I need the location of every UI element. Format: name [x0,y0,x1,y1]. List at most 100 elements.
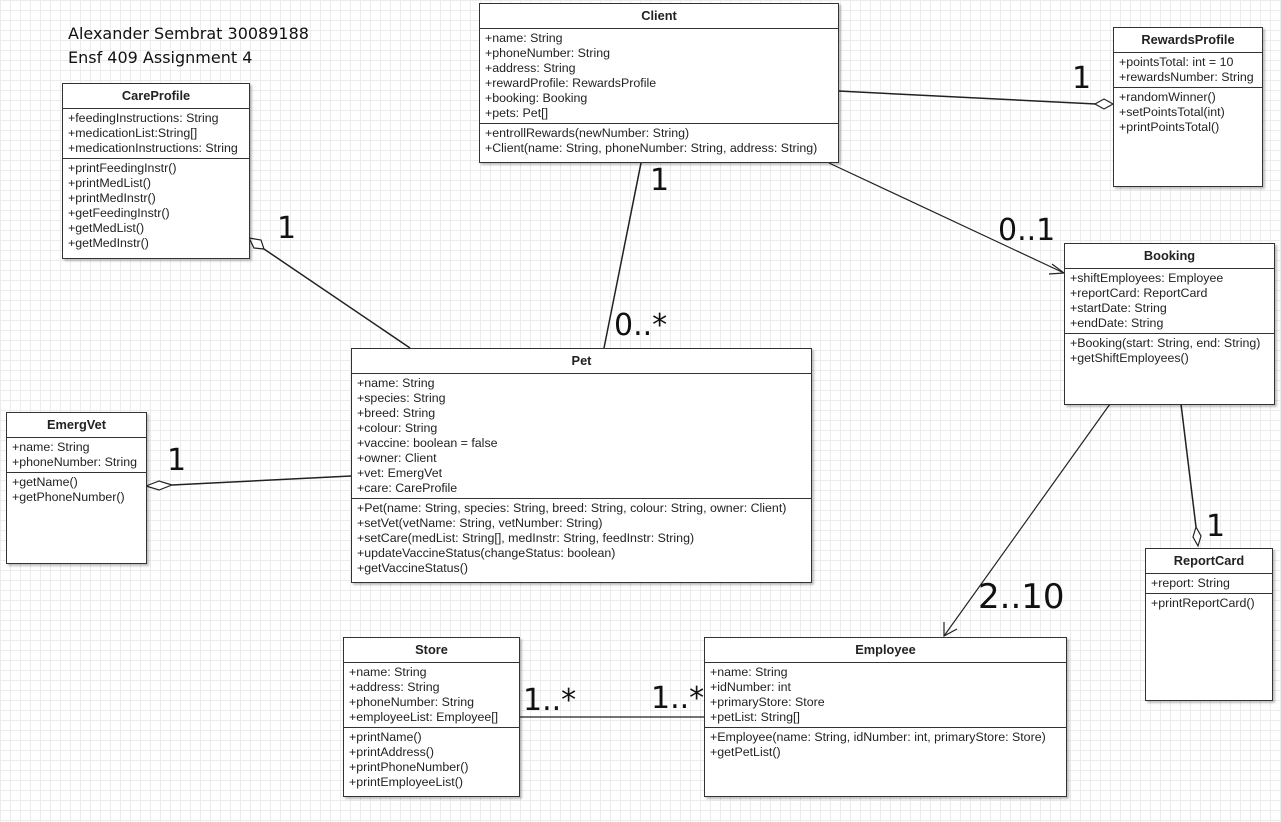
attribute: +phoneNumber: String [12,455,138,469]
class-title: Booking [1065,244,1274,269]
method: +getName() [12,475,78,489]
attribute: +address: String [349,680,440,694]
attribute: +reportCard: ReportCard [1070,286,1208,300]
method: +getFeedingInstr() [68,206,170,220]
methods-compartment: +printFeedingInstr() +printMedList() +pr… [63,159,249,253]
method: +setPointsTotal(int) [1119,105,1225,119]
methods-compartment: +printName() +printAddress() +printPhone… [344,728,519,792]
booking-employee-line [943,403,1111,637]
method: +printAddress() [349,745,435,759]
method: +printFeedingInstr() [68,161,177,175]
class-title: Employee [705,638,1066,663]
attribute: +name: String [710,665,788,679]
multiplicity-booking-reportcard: 1 [1206,509,1226,544]
booking-class: Booking +shiftEmployees: Employee +repor… [1064,243,1275,405]
attribute: +booking: Booking [485,91,588,105]
method: +getShiftEmployees() [1070,351,1189,365]
multiplicity-booking-employee: 2..10 [978,577,1065,617]
booking-reportcard-line [1180,403,1197,528]
attribute: +colour: String [357,421,438,435]
method: +getVaccineStatus() [357,561,469,575]
reportcard-class: ReportCard +report: String +printReportC… [1145,548,1273,701]
method: +printEmployeeList() [349,775,463,789]
class-title: Store [344,638,519,663]
attribute: +phoneNumber: String [485,46,611,60]
attribute: +idNumber: int [710,680,791,694]
author-line: Alexander Sembrat 30089188 [68,24,309,43]
methods-compartment: +entrollRewards(newNumber: String) +Clie… [480,124,838,158]
attribute: +shiftEmployees: Employee [1070,271,1224,285]
multiplicity-careprofile-pet: 1 [277,211,297,246]
methods-compartment: +Employee(name: String, idNumber: int, p… [705,728,1066,762]
attribute: +address: String [485,61,576,75]
attribute: +pointsTotal: int = 10 [1119,55,1234,69]
attribute: +rewardProfile: RewardsProfile [485,76,657,90]
method: +randomWinner() [1119,90,1216,104]
method: +getPetList() [710,745,781,759]
attribute: +employeeList: Employee[] [349,710,499,724]
method: +Pet(name: String, species: String, bree… [357,501,787,515]
attribute: +primaryStore: Store [710,695,825,709]
method: +getMedList() [68,221,145,235]
multiplicity-client-pet-client-end: 1 [650,163,670,198]
attribute: +care: CareProfile [357,481,458,495]
methods-compartment: +Pet(name: String, species: String, bree… [352,499,811,578]
employee-class: Employee +name: String +idNumber: int +p… [704,637,1067,797]
emergvet-class: EmergVet +name: String +phoneNumber: Str… [6,412,147,564]
attribute: +vet: EmergVet [357,466,443,480]
class-title: Pet [352,349,811,374]
methods-compartment: +getName() +getPhoneNumber() [7,473,146,507]
attribute: +name: String [12,440,90,454]
client-class: Client +name: String +phoneNumber: Strin… [479,3,839,163]
attributes-compartment: +feedingInstructions: String +medication… [63,109,249,159]
class-title: ReportCard [1146,549,1272,574]
attributes-compartment: +pointsTotal: int = 10 +rewardsNumber: S… [1114,53,1262,88]
multiplicity-emergvet-pet: 1 [167,443,187,478]
method: +setVet(vetName: String, vetNumber: Stri… [357,516,603,530]
class-title: Client [480,4,838,29]
methods-compartment: +printReportCard() [1146,594,1272,613]
method: +Booking(start: String, end: String) [1070,336,1261,350]
pet-class: Pet +name: String +species: String +bree… [351,348,812,583]
class-title: EmergVet [7,413,146,438]
attributes-compartment: +name: String +species: String +breed: S… [352,374,811,499]
rewards-aggregation-diamond [1093,98,1115,110]
attribute: +endDate: String [1070,316,1164,330]
author-header: Alexander Sembrat 30089188 Ensf 409 Assi… [68,22,309,70]
attribute: +species: String [357,391,446,405]
method: +printMedList() [68,176,151,190]
attribute: +phoneNumber: String [349,695,475,709]
method: +printName() [349,730,422,744]
attribute: +owner: Client [357,451,437,465]
attribute: +name: String [485,31,563,45]
client-booking-line [828,162,1065,274]
multiplicity-client-pet-pet-end: 0..* [614,308,668,343]
attribute: +name: String [357,376,435,390]
attributes-compartment: +name: String +phoneNumber: String [7,438,146,473]
attribute: +rewardsNumber: String [1119,70,1254,84]
attribute: +medicationInstructions: String [68,141,238,155]
method: +getMedInstr() [68,236,149,250]
client-pet-line [603,162,642,349]
class-title: RewardsProfile [1114,28,1262,53]
careprofile-aggregation-diamond [247,237,265,250]
client-rewards-line [837,90,1097,105]
method: +printPhoneNumber() [349,760,469,774]
store-class: Store +name: String +address: String +ph… [343,637,520,797]
attribute: +report: String [1151,576,1230,590]
method: +getPhoneNumber() [12,490,125,504]
attribute: +breed: String [357,406,436,420]
multiplicity-store-end: 1..* [523,683,577,718]
method: +printMedInstr() [68,191,156,205]
attribute: +medicationList:String[] [68,126,198,140]
method: +entrollRewards(newNumber: String) [485,126,690,140]
method: +printReportCard() [1151,596,1255,610]
methods-compartment: +randomWinner() +setPointsTotal(int) +pr… [1114,88,1262,137]
method: +Employee(name: String, idNumber: int, p… [710,730,1046,744]
reportcard-aggregation-diamond [1192,525,1202,548]
methods-compartment: +Booking(start: String, end: String) +ge… [1065,334,1274,368]
attribute: +startDate: String [1070,301,1167,315]
method: +setCare(medList: String[], medInstr: St… [357,531,695,545]
method: +Client(name: String, phoneNumber: Strin… [485,141,818,155]
